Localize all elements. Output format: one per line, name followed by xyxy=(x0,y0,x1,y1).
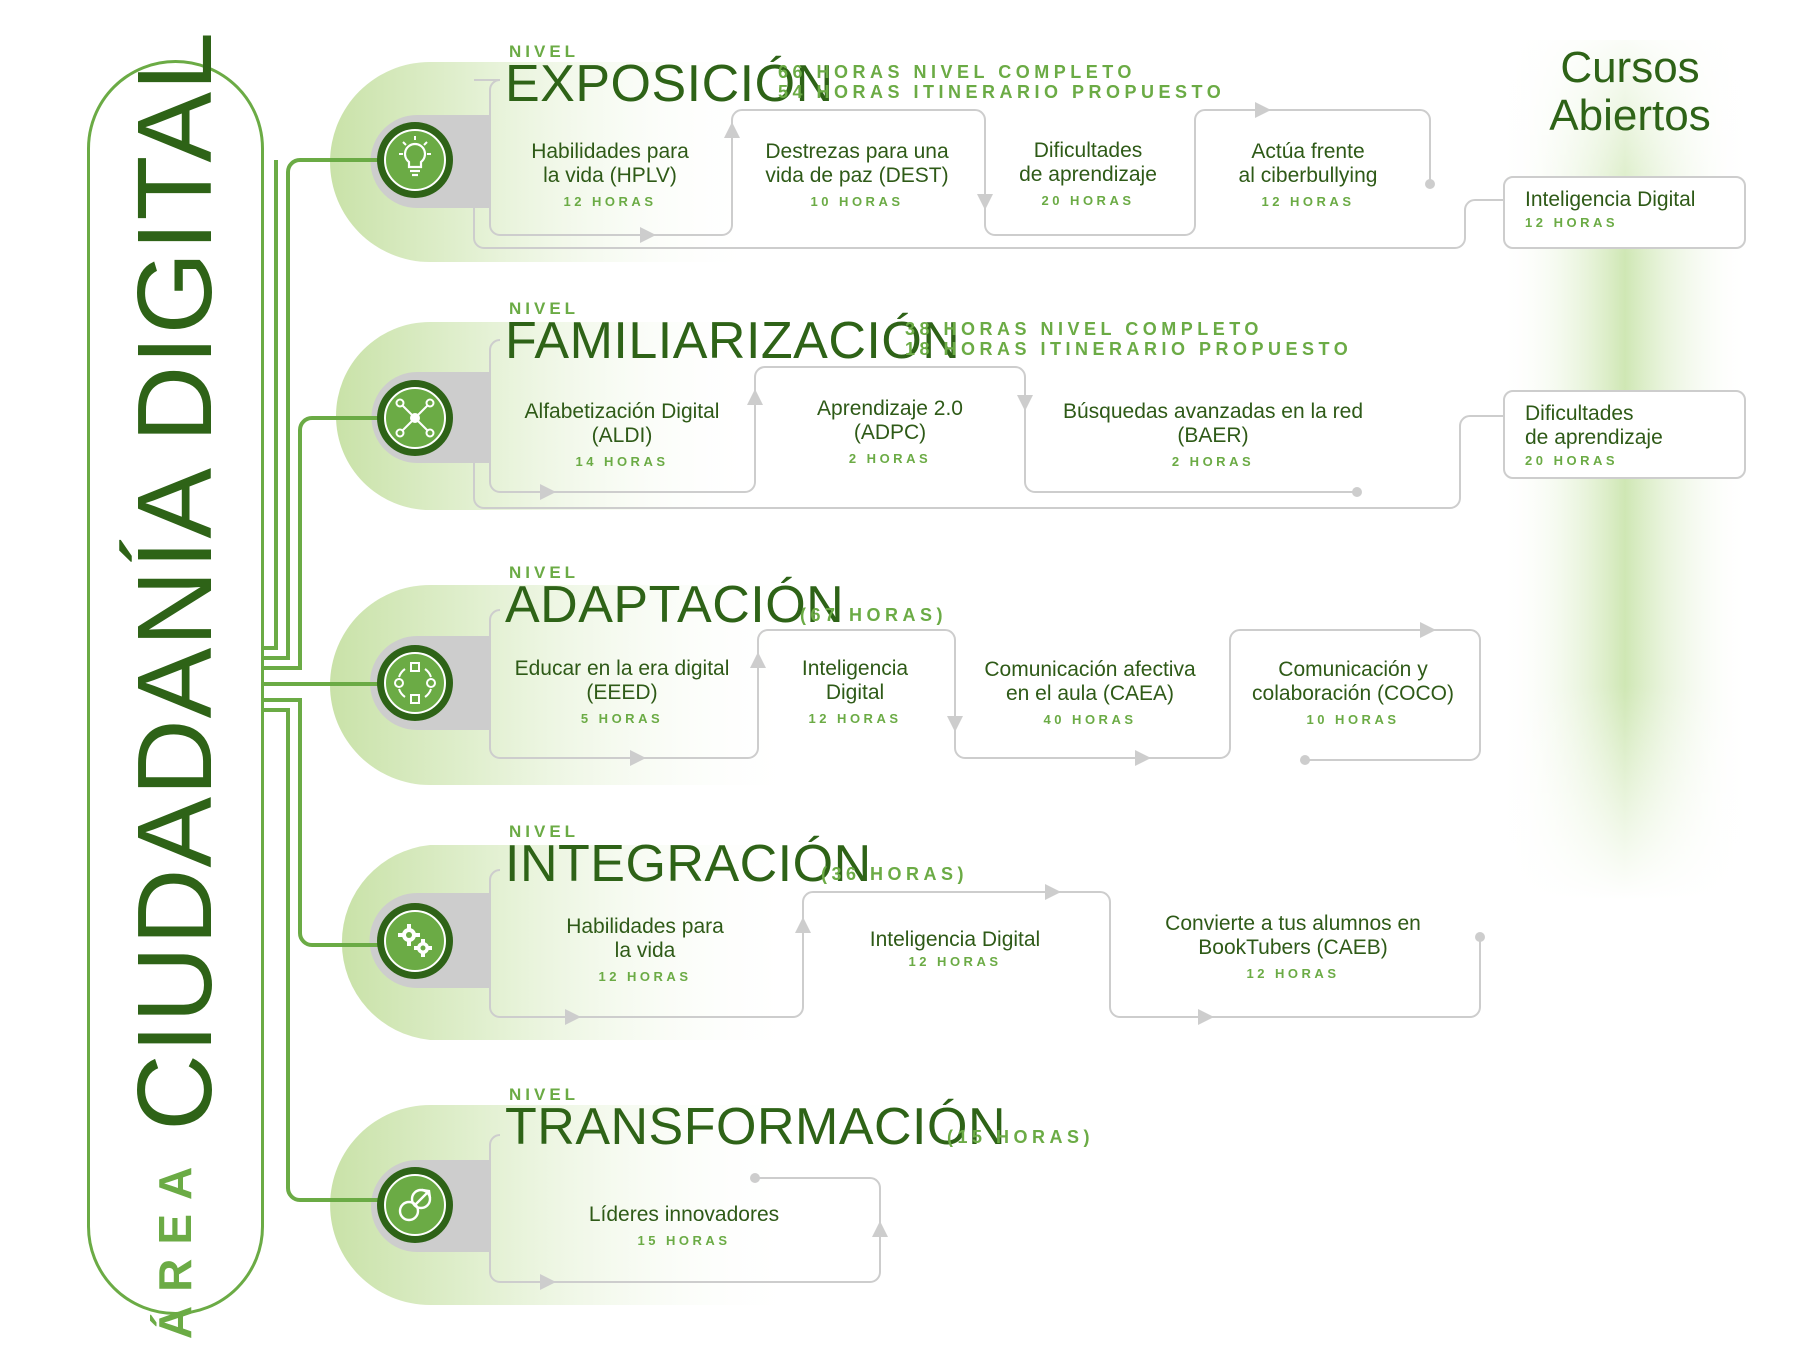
course-hours: 15 HORAS xyxy=(637,1233,731,1248)
course-title-line2: (BAER) xyxy=(1177,424,1249,447)
open-course-hours: 12 HORAS xyxy=(1525,215,1619,230)
course-coco[interactable]: Comunicación y colaboración (COCO) 10 HO… xyxy=(1252,658,1454,727)
course-title-line2: (ADPC) xyxy=(853,421,927,444)
course-title-line2: al ciberbullying xyxy=(1238,164,1378,187)
course-eeed[interactable]: Educar en la era digital (EEED) 5 HORAS xyxy=(515,657,730,726)
level-label: NIVEL xyxy=(509,299,580,318)
network-icon[interactable] xyxy=(375,378,455,458)
open-course-inteligencia-digital[interactable]: Inteligencia Digital 12 HORAS xyxy=(1503,176,1746,249)
course-inteligencia-digital[interactable]: Inteligencia Digital 12 HORAS xyxy=(802,657,908,726)
level-name: TRANSFORMACIÓN xyxy=(505,1098,1006,1156)
level-hours-itinerary: 18 HORAS ITINERARIO PROPUESTO xyxy=(905,339,1353,359)
cycle-icon[interactable] xyxy=(375,643,455,723)
tree-connectors xyxy=(264,158,380,1202)
level-name: ADAPTACIÓN xyxy=(505,576,845,634)
course-title-line2: en el aula (CAEA) xyxy=(1005,682,1175,705)
open-course-title-line1: Dificultades xyxy=(1525,402,1634,425)
open-course-dificultades[interactable]: Dificultades de aprendizaje 20 HORAS xyxy=(1503,390,1746,479)
course-title-line1: Búsquedas avanzadas en la red xyxy=(1062,400,1364,423)
gears-icon[interactable] xyxy=(375,901,455,981)
course-hours: 20 HORAS xyxy=(1041,193,1135,208)
course-title-line2: colaboración (COCO) xyxy=(1252,682,1454,705)
course-title-line2: Digital xyxy=(825,681,885,704)
course-title-line1: Alfabetización Digital xyxy=(524,400,720,423)
course-hplv[interactable]: Habilidades para la vida (HPLV) 12 HORAS xyxy=(531,140,689,209)
course-hours: 12 HORAS xyxy=(808,711,902,726)
course-title-line2: (ALDI) xyxy=(591,424,653,447)
course-hours: 12 HORAS xyxy=(908,954,1002,969)
level-backgrounds xyxy=(330,62,800,1305)
course-flow-lines xyxy=(473,79,1505,1283)
open-courses-title: Cursos Abiertos xyxy=(1535,44,1725,140)
course-caeb[interactable]: Convierte a tus alumnos en BookTubers (C… xyxy=(1165,912,1421,981)
course-title-line1: Destrezas para una xyxy=(765,140,949,163)
lightbulb-icon[interactable] xyxy=(375,120,455,200)
level-label: NIVEL xyxy=(509,1085,580,1104)
course-title-line2: (EEED) xyxy=(586,681,658,704)
level-hours-full: 66 HORAS NIVEL COMPLETO xyxy=(778,62,1136,82)
course-ciberbullying[interactable]: Actúa frente al ciberbullying 12 HORAS xyxy=(1239,140,1378,209)
level-hours-itinerary: 54 HORAS ITINERARIO PROPUESTO xyxy=(778,82,1226,102)
transform-icon[interactable] xyxy=(375,1165,455,1245)
open-course-title-line2: de aprendizaje xyxy=(1525,426,1663,449)
course-title-line1: Inteligencia Digital xyxy=(869,928,1041,951)
level-name: INTEGRACIÓN xyxy=(505,835,872,893)
course-title-line2: vida de paz (DEST) xyxy=(765,164,949,187)
course-hours: 14 HORAS xyxy=(575,454,669,469)
open-course-hours: 20 HORAS xyxy=(1525,453,1619,468)
course-title-line2: BookTubers (CAEB) xyxy=(1198,936,1388,959)
flow-arrows xyxy=(540,102,1485,1290)
level-label: NIVEL xyxy=(509,42,580,61)
course-title-line1: Líderes innovadores xyxy=(588,1203,780,1226)
course-hours: 12 HORAS xyxy=(1246,966,1340,981)
course-hours: 10 HORAS xyxy=(810,194,904,209)
level-hours: (67 HORAS) xyxy=(800,605,948,625)
level-hours-full: 38 HORAS NIVEL COMPLETO xyxy=(905,319,1263,339)
level-name: FAMILIARIZACIÓN xyxy=(505,312,961,370)
course-hours: 10 HORAS xyxy=(1306,712,1400,727)
course-title-line1: Habilidades para xyxy=(566,915,724,938)
course-adpc[interactable]: Aprendizaje 2.0 (ADPC) 2 HORAS xyxy=(817,397,963,466)
course-habilidades-vida[interactable]: Habilidades para la vida 12 HORAS xyxy=(566,915,724,984)
course-lideres-innovadores[interactable]: Líderes innovadores 15 HORAS xyxy=(589,1203,779,1248)
course-title-line1: Actúa frente xyxy=(1251,140,1365,163)
course-hours: 2 HORAS xyxy=(848,451,932,466)
course-caea[interactable]: Comunicación afectiva en el aula (CAEA) … xyxy=(984,658,1195,727)
course-hours: 12 HORAS xyxy=(563,194,657,209)
course-hours: 12 HORAS xyxy=(598,969,692,984)
open-course-title: Inteligencia Digital xyxy=(1525,188,1696,211)
course-title-line1: Dificultades xyxy=(1033,139,1143,162)
area-name: CIUDADANÍA DIGITAL xyxy=(115,30,234,1131)
level-name: EXPOSICIÓN xyxy=(505,55,834,113)
course-hours: 5 HORAS xyxy=(580,711,664,726)
course-title-line2: la vida xyxy=(614,939,676,962)
course-baer[interactable]: Búsquedas avanzadas en la red (BAER) 2 H… xyxy=(1063,400,1363,469)
course-title-line1: Educar en la era digital xyxy=(514,657,730,680)
course-title-line1: Aprendizaje 2.0 xyxy=(817,397,963,420)
course-title-line2: la vida (HPLV) xyxy=(543,164,677,187)
course-hours: 40 HORAS xyxy=(1043,712,1137,727)
course-title-line1: Convierte a tus alumnos en xyxy=(1165,912,1421,935)
course-title-line1: Inteligencia xyxy=(801,657,909,680)
open-courses-title-line1: Cursos xyxy=(1560,43,1700,92)
level-hours: (15 HORAS) xyxy=(947,1127,1095,1147)
course-dificultades[interactable]: Dificultades de aprendizaje 20 HORAS xyxy=(1019,139,1157,208)
open-courses-title-line2: Abiertos xyxy=(1549,91,1711,140)
level-label: NIVEL xyxy=(509,822,580,841)
course-title-line1: Habilidades para xyxy=(531,140,689,163)
level-hours: (36 HORAS) xyxy=(821,864,969,884)
course-title-line2: de aprendizaje xyxy=(1019,163,1157,186)
course-title-line1: Comunicación y xyxy=(1278,658,1428,681)
area-frame xyxy=(87,60,264,1315)
course-hours: 12 HORAS xyxy=(1261,194,1355,209)
area-title: ÁREA CIUDADANÍA DIGITAL xyxy=(115,31,235,1339)
level-label: NIVEL xyxy=(509,563,580,582)
course-inteligencia-digital-int[interactable]: Inteligencia Digital 12 HORAS xyxy=(870,928,1040,969)
area-prefix: ÁREA xyxy=(149,1152,201,1340)
course-hours: 2 HORAS xyxy=(1171,454,1255,469)
course-dest[interactable]: Destrezas para una vida de paz (DEST) 10… xyxy=(765,140,948,209)
course-title-line1: Comunicación afectiva xyxy=(984,658,1196,681)
course-aldi[interactable]: Alfabetización Digital (ALDI) 14 HORAS xyxy=(525,400,720,469)
